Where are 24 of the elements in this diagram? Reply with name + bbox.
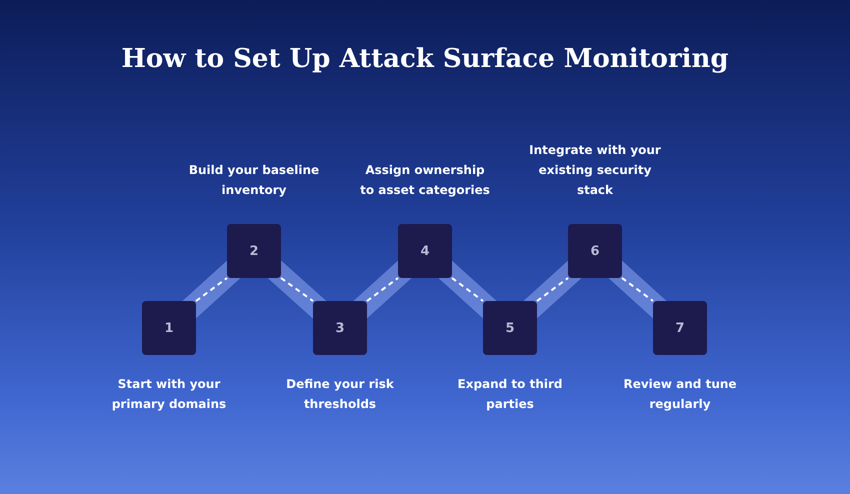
step-number: 7: [675, 320, 685, 336]
step-caption: Assign ownership to asset categories: [359, 162, 491, 199]
step-box: [227, 224, 281, 278]
step-caption: Review and tune regularly: [622, 376, 738, 413]
step-number: 3: [335, 320, 345, 336]
step-box: [568, 224, 622, 278]
step-caption: Start with your primary domains: [110, 376, 228, 413]
step-box: [313, 301, 367, 355]
step-box: [653, 301, 707, 355]
title: How to Set Up Attack Surface Monitoring: [120, 44, 730, 74]
step-caption: Expand to third parties: [456, 376, 564, 413]
step-box: [483, 301, 537, 355]
step-caption: Define your risk thresholds: [285, 376, 395, 413]
step-number: 5: [505, 320, 515, 336]
step-caption: Build your baseline inventory: [188, 162, 320, 199]
step-number: 2: [249, 244, 259, 258]
dashed-connector: [451, 277, 484, 302]
step-box: [398, 224, 452, 278]
step-number: 4: [420, 244, 430, 258]
step-box: [142, 301, 196, 355]
dashed-connector: [621, 277, 654, 302]
step-caption: Integrate with your existing security stack: [529, 142, 661, 199]
step-number: 6: [590, 244, 600, 258]
step-number: 1: [164, 320, 174, 336]
